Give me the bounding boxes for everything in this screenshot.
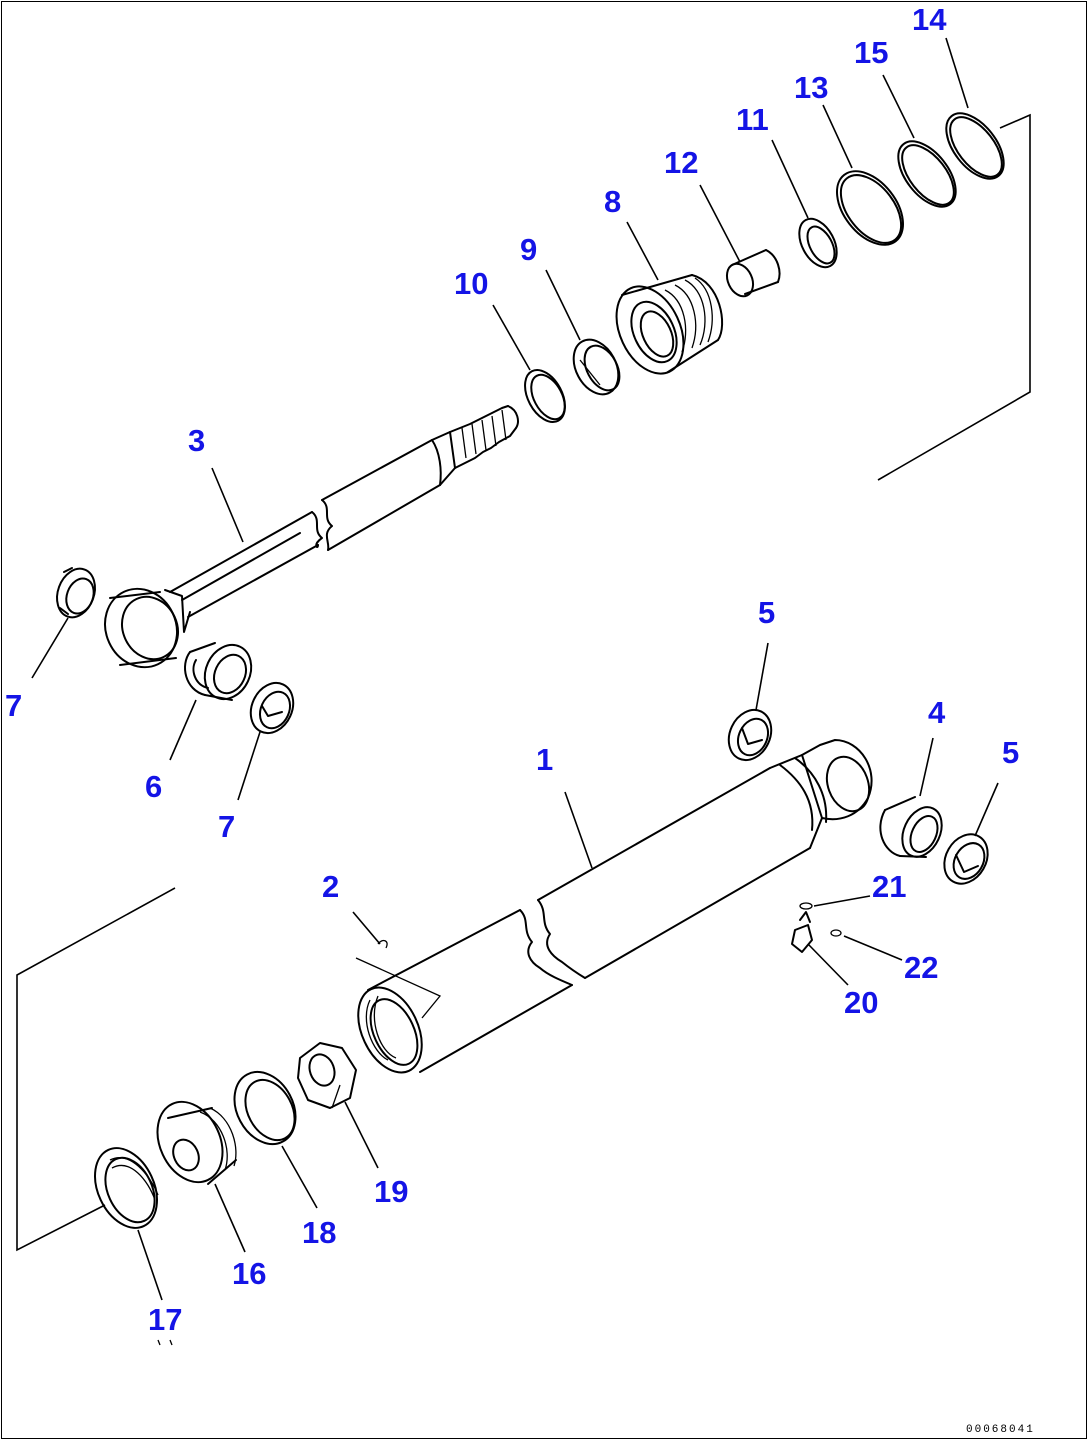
bushing-part-6 bbox=[184, 642, 253, 701]
backup-ring-part-15 bbox=[897, 140, 957, 208]
cylinder-tube-part-1 bbox=[357, 739, 873, 1074]
dust-seal-part-5b bbox=[943, 833, 989, 885]
dust-seal-part-7b bbox=[249, 681, 295, 735]
dust-seal-part-7a bbox=[56, 567, 96, 619]
callout-20: 20 bbox=[844, 985, 878, 1020]
callout-13: 13 bbox=[794, 70, 828, 105]
collar-part-12 bbox=[725, 249, 781, 298]
callout-9: 9 bbox=[520, 232, 537, 267]
lower-group-bracket bbox=[16, 887, 176, 1252]
ball-part-21 bbox=[799, 902, 813, 910]
ring-part-10 bbox=[524, 369, 566, 423]
cylinder-head-part-17 bbox=[94, 1147, 159, 1229]
leader-lines bbox=[31, 37, 999, 1346]
callout-14: 14 bbox=[912, 2, 947, 37]
grease-fitting-part-20 bbox=[791, 911, 813, 953]
plug-part-2 bbox=[355, 939, 442, 1019]
callout-6: 6 bbox=[145, 769, 162, 804]
piston-part-8 bbox=[615, 274, 724, 375]
callout-5a: 5 bbox=[758, 595, 775, 630]
ring-part-11 bbox=[798, 217, 838, 269]
callout-21: 21 bbox=[872, 869, 906, 904]
document-id: 00068041 bbox=[966, 1424, 1035, 1436]
callouts: 1 2 3 4 5 5 6 7 7 8 9 10 11 12 13 14 15 … bbox=[5, 2, 1019, 1337]
upper-group-bracket bbox=[877, 113, 1031, 481]
ring-part-18 bbox=[233, 1070, 297, 1146]
dust-seal-part-5a bbox=[727, 708, 773, 762]
piston-rod-part bbox=[104, 405, 519, 669]
callout-8: 8 bbox=[604, 184, 621, 219]
nut-part-16 bbox=[156, 1100, 237, 1185]
bushing-part-4 bbox=[879, 796, 943, 858]
ring-part-9 bbox=[572, 338, 621, 396]
callout-15: 15 bbox=[854, 35, 888, 70]
callout-7b: 7 bbox=[218, 809, 235, 844]
ring-part-14 bbox=[945, 112, 1005, 180]
o-ring-part-13 bbox=[836, 170, 904, 246]
cap-part-22 bbox=[830, 929, 842, 937]
callout-19: 19 bbox=[374, 1174, 408, 1209]
callout-2: 2 bbox=[322, 869, 339, 904]
callout-12: 12 bbox=[664, 145, 698, 180]
callout-11: 11 bbox=[736, 102, 769, 137]
callout-16: 16 bbox=[232, 1256, 266, 1291]
callout-4: 4 bbox=[928, 695, 946, 730]
nut-part-19 bbox=[297, 1042, 357, 1109]
callout-18: 18 bbox=[302, 1215, 336, 1250]
callout-7a: 7 bbox=[5, 688, 22, 723]
callout-3: 3 bbox=[188, 423, 205, 458]
callout-1: 1 bbox=[536, 742, 553, 777]
callout-10: 10 bbox=[454, 266, 488, 301]
callout-17: 17 bbox=[148, 1302, 182, 1337]
callout-5b: 5 bbox=[1002, 735, 1019, 770]
callout-22: 22 bbox=[904, 950, 938, 985]
